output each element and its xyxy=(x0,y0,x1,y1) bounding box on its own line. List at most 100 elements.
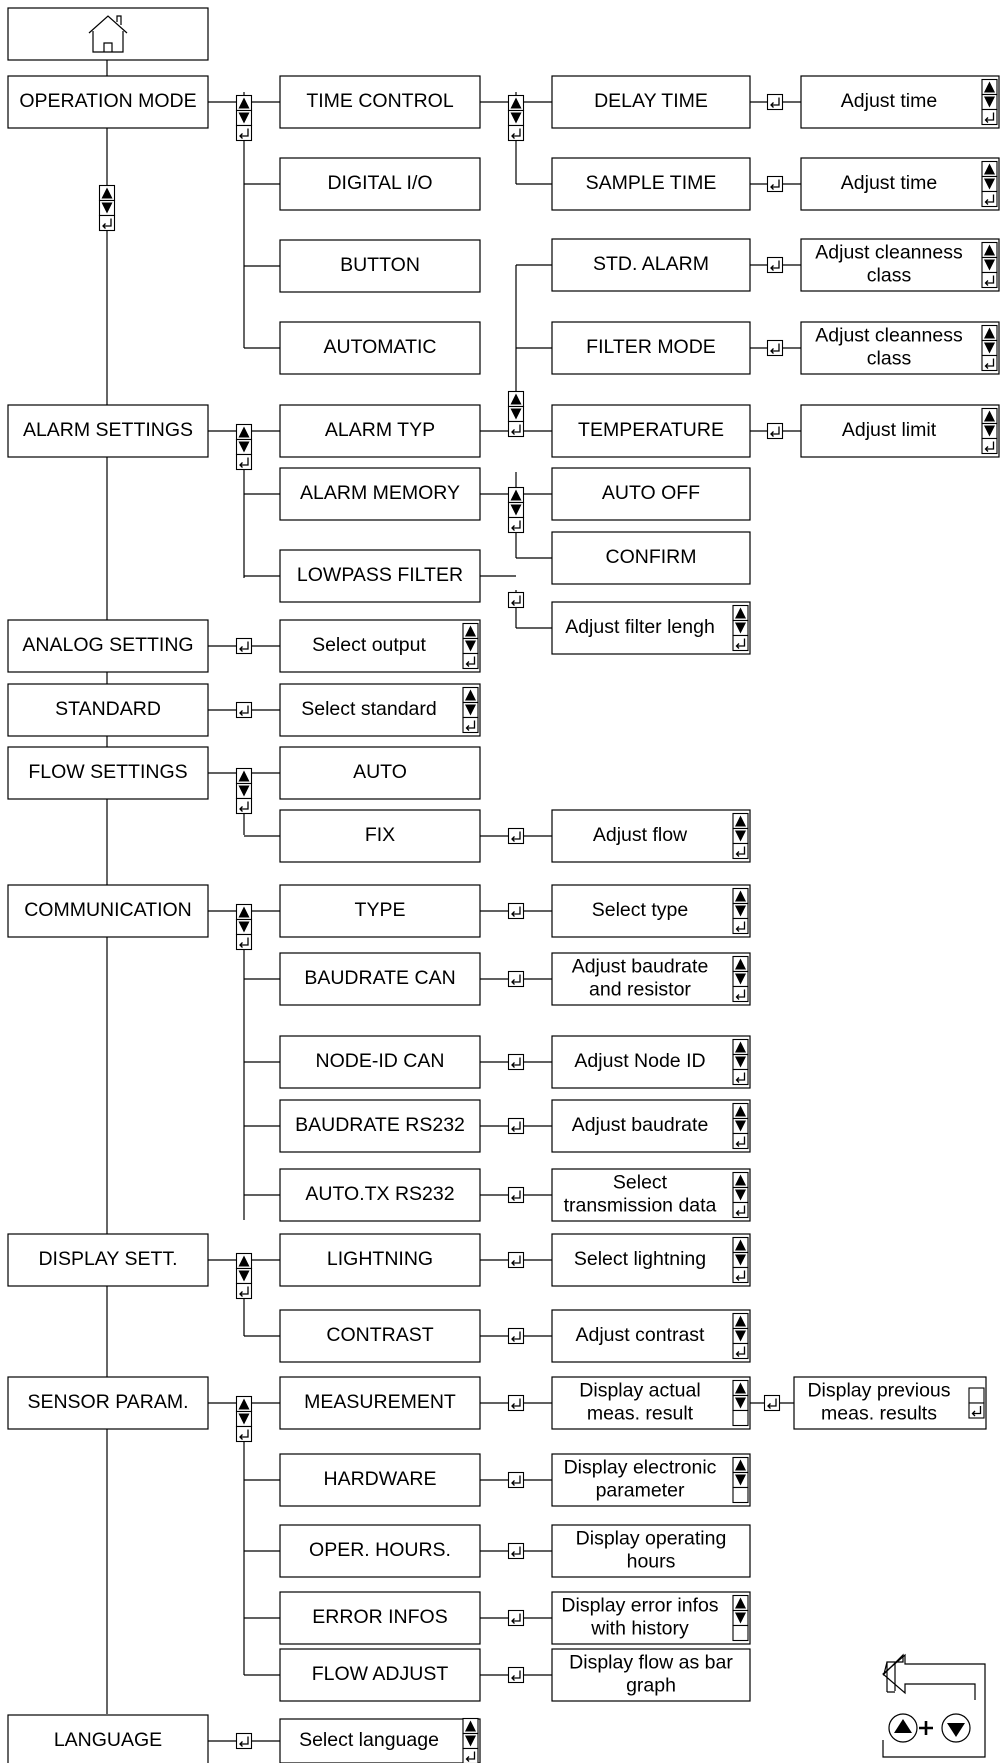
box-label: Select standard xyxy=(301,698,437,720)
sym-cell xyxy=(732,1409,749,1427)
sym-cell xyxy=(507,1327,525,1345)
up-arrow xyxy=(510,97,522,109)
box-frame xyxy=(551,1168,751,1222)
home-box[interactable] xyxy=(7,7,209,61)
enter-arrow xyxy=(239,128,249,139)
box-frame xyxy=(7,683,209,737)
box-frame xyxy=(279,683,481,737)
menu-box-adjust-time: Adjust time xyxy=(800,75,1000,129)
back-combination xyxy=(882,1653,986,1758)
box-label: FLOW ADJUST xyxy=(312,1663,449,1685)
enter-icon xyxy=(766,175,784,193)
up-arrow xyxy=(465,689,476,701)
up-down-enter-icon xyxy=(462,1717,479,1763)
up-arrow xyxy=(735,1174,746,1186)
sym-cell xyxy=(235,797,253,815)
down-button-circle xyxy=(941,1713,971,1743)
enter-icon xyxy=(766,93,784,111)
up-down-enter-icon xyxy=(507,94,525,142)
down-arrow xyxy=(984,342,995,354)
box-frame xyxy=(551,809,751,863)
up-arrow xyxy=(984,81,995,93)
box-label: ANALOG SETTING xyxy=(22,634,193,656)
menu-box-auto-tx-rs232: AUTO.TX RS232 xyxy=(279,1168,481,1222)
box-label-line: Adjust cleanness xyxy=(815,325,963,347)
down-arrow xyxy=(465,640,476,652)
box-label-line: Adjust baudrate xyxy=(572,956,709,978)
enter-icon xyxy=(766,422,784,440)
box-label: ALARM TYP xyxy=(325,419,435,441)
box-label-line: hours xyxy=(627,1551,676,1573)
enter-arrow xyxy=(239,1736,249,1747)
box-label: OPERATION MODE xyxy=(19,90,196,112)
enter-arrow xyxy=(770,343,780,354)
menu-box-type: TYPE xyxy=(279,884,481,938)
sym-cell xyxy=(968,1402,985,1419)
up-arrow xyxy=(735,815,746,827)
key-symbols xyxy=(98,78,998,1763)
enter-arrow xyxy=(735,1072,746,1083)
box-label-line: transmission data xyxy=(564,1195,717,1217)
enter-icon xyxy=(507,1327,525,1345)
box-frame xyxy=(800,321,1000,375)
menu-box-adjust-flow: Adjust flow xyxy=(551,809,751,863)
scroll-icon xyxy=(732,1456,749,1504)
sym-cell xyxy=(235,124,253,142)
sym-cell xyxy=(507,1117,525,1135)
menu-box-select-output: Select output xyxy=(279,619,481,673)
up-down-enter-icon xyxy=(507,390,525,438)
up-down-enter-icon xyxy=(507,486,525,534)
box-frame xyxy=(551,1591,751,1645)
sym-cell xyxy=(732,1342,749,1360)
enter-arrow xyxy=(239,1429,249,1440)
enter-arrow xyxy=(770,260,780,271)
menu-box-baudrate-can: BAUDRATE CAN xyxy=(279,952,481,1006)
box-frame xyxy=(279,157,481,211)
box-frame xyxy=(7,404,209,458)
menu-box-select-standard: Select standard xyxy=(279,683,481,737)
enter-arrow xyxy=(770,97,780,108)
box-label: TEMPERATURE xyxy=(578,419,724,441)
box-label-line: class xyxy=(867,348,912,370)
enter-icon xyxy=(507,591,525,609)
enter-arrow xyxy=(511,1190,521,1201)
box-frame xyxy=(279,467,481,521)
box-label-line: Display operating xyxy=(576,1528,727,1550)
box-frame xyxy=(551,1648,751,1702)
menu-box-auto-off: AUTO OFF xyxy=(551,467,751,521)
box-frame xyxy=(279,619,481,673)
menu-box-select-language: Select language xyxy=(279,1718,481,1763)
up-arrow xyxy=(735,890,746,902)
up-arrow xyxy=(238,97,250,109)
box-label: BUTTON xyxy=(340,254,420,276)
up-down-enter-icon xyxy=(732,1312,749,1360)
sym-cell xyxy=(732,1624,749,1642)
down-arrow xyxy=(735,1189,746,1201)
sym-cell xyxy=(507,1251,525,1269)
box-frame xyxy=(279,1168,481,1222)
enter-arrow xyxy=(770,179,780,190)
enter-arrow xyxy=(239,641,249,652)
down-arrow xyxy=(101,202,113,214)
box-frame xyxy=(279,1524,481,1578)
box-frame xyxy=(551,601,751,655)
sym-cell xyxy=(981,437,998,455)
down-arrow xyxy=(984,259,995,271)
box-frame xyxy=(7,746,209,800)
box-frame xyxy=(800,404,1000,458)
sym-cell xyxy=(507,516,525,534)
box-frame xyxy=(551,1524,751,1578)
enter-icon xyxy=(507,827,525,845)
menu-box-adjust-time: Adjust time xyxy=(800,157,1000,211)
box-frame xyxy=(551,75,751,129)
box-label: Adjust time xyxy=(841,172,937,194)
sym-cell xyxy=(507,1609,525,1627)
down-arrow xyxy=(984,96,995,108)
down-arrow xyxy=(735,1474,746,1486)
box-label: Adjust contrast xyxy=(576,1324,706,1346)
box-label: Adjust limit xyxy=(842,419,937,441)
